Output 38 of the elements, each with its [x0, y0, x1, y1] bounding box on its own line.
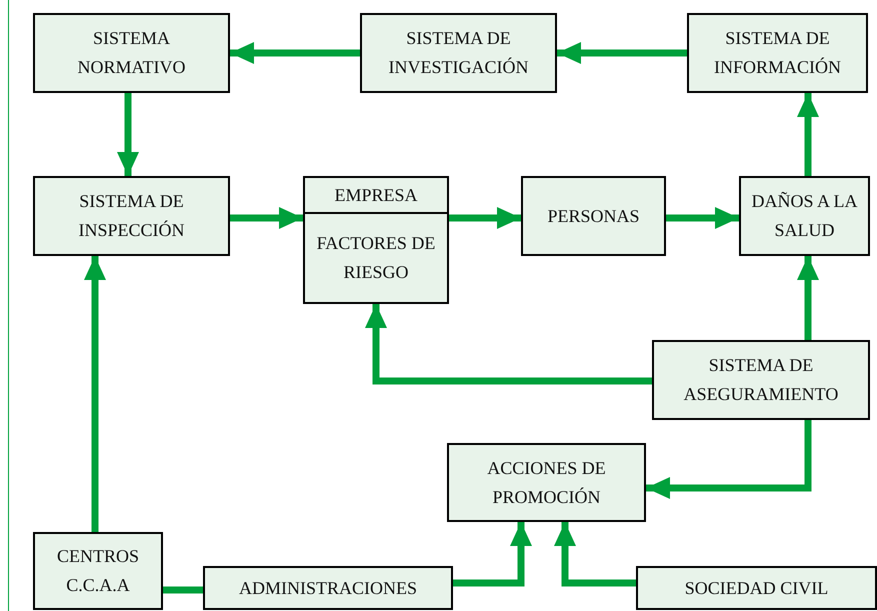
box-label: SISTEMA NORMATIVO: [76, 27, 186, 79]
box-label: PERSONAS: [547, 204, 640, 228]
process-box: [33, 13, 230, 93]
process-box: [303, 176, 449, 304]
process-box: [739, 176, 870, 256]
arrow: [365, 304, 652, 384]
box-label: SISTEMA DE INSPECCIÓN: [77, 190, 186, 242]
arrow: [84, 256, 106, 532]
arrow: [230, 42, 360, 64]
process-box: [33, 176, 230, 256]
process-box: [636, 566, 877, 610]
box-label: CENTROS C.C.A.A: [56, 545, 140, 597]
arrow: [449, 207, 521, 229]
arrow: [646, 420, 812, 499]
arrow: [230, 207, 303, 229]
process-box: [203, 566, 453, 610]
box-label: ADMINISTRACIONES: [238, 576, 417, 600]
arrow: [557, 42, 687, 64]
process-box: [521, 176, 666, 256]
arrow: [117, 93, 139, 176]
arrow: [666, 207, 739, 229]
process-box: [687, 13, 868, 93]
arrow: [797, 256, 819, 340]
arrow: [453, 522, 532, 586]
box-label: SISTEMA DE INVESTIGACIÓN: [388, 27, 530, 79]
arrow: [797, 93, 819, 176]
box-label: ACCIONES DE PROMOCIÓN: [486, 456, 607, 508]
box-label: EMPRESA: [334, 184, 418, 207]
box-label: FACTORES DE RIESGO: [316, 232, 436, 284]
arrow: [554, 522, 636, 586]
process-box: [447, 443, 646, 522]
box-label: SISTEMA DE INFORMACIÓN: [712, 27, 842, 79]
process-box: [360, 13, 557, 93]
box-label: DAÑOS A LA SALUD: [750, 190, 858, 242]
process-box: [33, 532, 163, 610]
process-box: [652, 340, 870, 420]
box-label: SISTEMA DE ASEGURAMIENTO: [682, 354, 840, 406]
box-label: SOCIEDAD CIVIL: [684, 576, 828, 600]
